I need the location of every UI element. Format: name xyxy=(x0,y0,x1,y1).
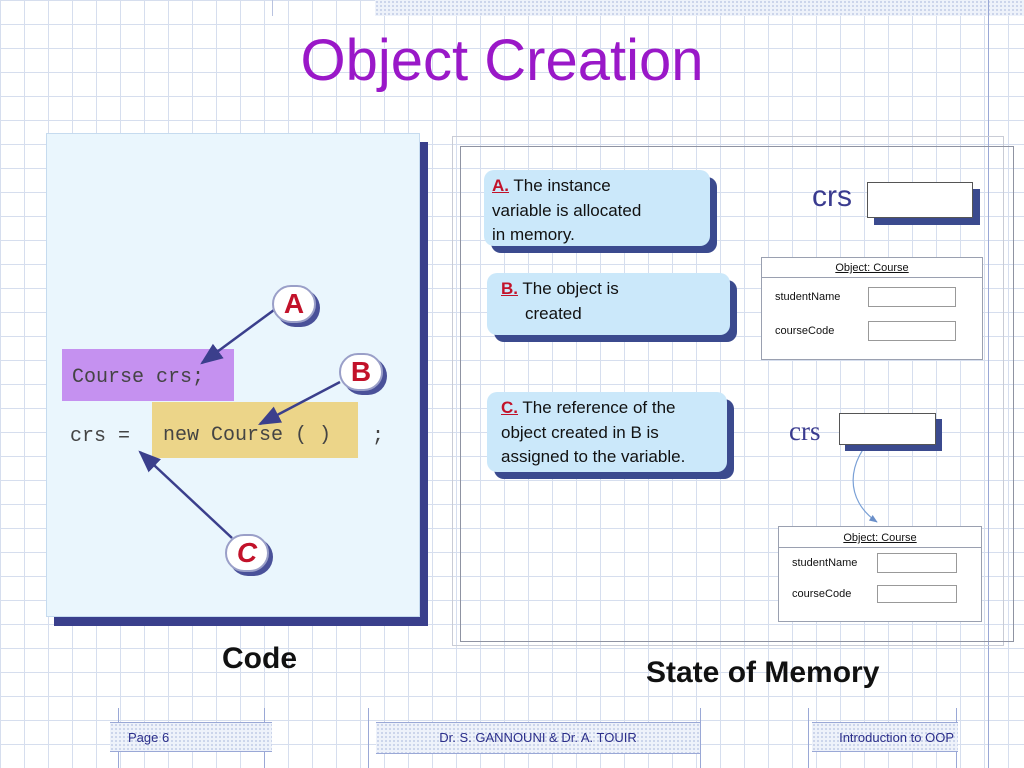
object-bottom-field1-label: studentName xyxy=(792,557,858,569)
slide-title: Object Creation xyxy=(300,28,704,93)
object-top-title: Object: Course xyxy=(835,262,909,274)
variable-label-bottom: crs xyxy=(789,416,821,446)
margin-line xyxy=(988,0,989,768)
object-bottom-title: Object: Course xyxy=(843,532,917,544)
memory-frame-outer xyxy=(452,136,1004,646)
footer-tick xyxy=(368,708,369,768)
note-a-line1: The instance xyxy=(513,176,611,195)
badge-a: A xyxy=(272,285,316,323)
object-top-field1-box xyxy=(868,287,956,307)
code-line-assignment-var: crs = xyxy=(70,425,131,448)
note-a-line3: in memory. xyxy=(492,225,575,244)
variable-label-top: crs xyxy=(812,180,852,213)
code-line-semicolon: ; xyxy=(372,425,385,448)
object-bottom-field1-box xyxy=(877,553,957,573)
footer-authors: Dr. S. GANNOUNI & Dr. A. TOUIR xyxy=(376,722,700,754)
variable-box-bottom xyxy=(839,413,936,445)
variable-box-top xyxy=(867,182,973,218)
code-line-new-expression: new Course ( ) xyxy=(163,424,332,447)
memory-caption: State of Memory xyxy=(646,656,880,689)
margin-line-top xyxy=(272,0,273,16)
object-top-divider xyxy=(762,277,982,278)
note-b: B. The object is created xyxy=(487,273,730,335)
footer-tick xyxy=(808,708,809,768)
object-top-field1-label: studentName xyxy=(775,291,841,303)
object-box-bottom: Object: Course studentName courseCode xyxy=(778,526,982,622)
note-a: A. The instance variable is allocated in… xyxy=(484,170,710,246)
object-bottom-field2-label: courseCode xyxy=(792,588,852,600)
object-top-field2-box xyxy=(868,321,956,341)
note-b-line2: created xyxy=(525,303,582,323)
footer-tick xyxy=(700,708,701,768)
object-bottom-field2-box xyxy=(877,585,957,603)
note-c-line1: The reference of the xyxy=(522,398,676,417)
note-c: C. The reference of the object created i… xyxy=(487,392,727,472)
badge-c: C xyxy=(225,534,269,572)
note-c-line2: object created in B is xyxy=(501,422,659,442)
footer-course: Introduction to OOP xyxy=(812,722,958,752)
code-caption: Code xyxy=(222,642,297,675)
footer-course-text: Introduction to OOP xyxy=(839,730,954,745)
code-line-declaration: Course crs; xyxy=(72,366,205,389)
note-c-line3: assigned to the variable. xyxy=(501,447,686,466)
note-b-line1: The object is xyxy=(522,279,619,298)
note-a-line2: variable is allocated xyxy=(492,200,642,220)
header-band xyxy=(375,0,1024,16)
badge-b: B xyxy=(339,353,383,391)
note-a-letter: A. xyxy=(492,176,509,195)
footer-authors-text: Dr. S. GANNOUNI & Dr. A. TOUIR xyxy=(439,730,637,745)
note-c-letter: C. xyxy=(501,398,518,417)
memory-frame xyxy=(460,146,1014,642)
note-b-letter: B. xyxy=(501,279,518,298)
object-top-field2-label: courseCode xyxy=(775,325,835,337)
footer-page-text: Page 6 xyxy=(128,730,170,745)
footer-page: Page 6 xyxy=(110,722,272,752)
object-bottom-divider xyxy=(779,547,981,548)
object-box-top: Object: Course studentName courseCode xyxy=(761,257,983,360)
